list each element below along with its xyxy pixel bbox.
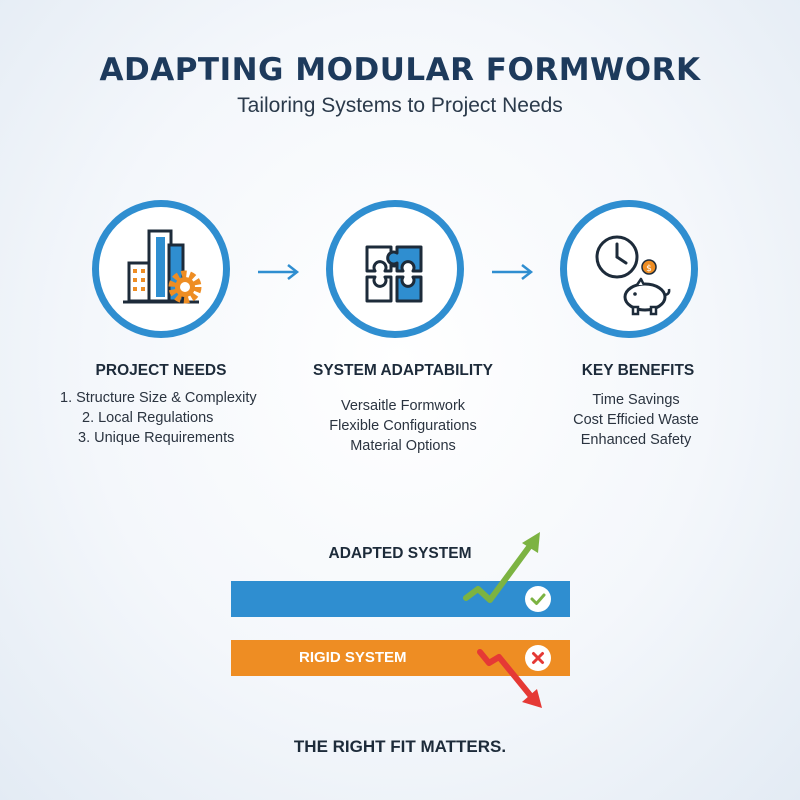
puzzle-icon — [365, 245, 423, 303]
list-item: Flexible Configurations — [329, 418, 477, 434]
project-needs-list: 1. Structure Size & Complexity 2. Local … — [60, 388, 320, 448]
rigid-system-bar: RIGID SYSTEM — [231, 640, 570, 676]
list-item: Versaitle Formwork — [340, 398, 466, 414]
project-needs-circle — [92, 200, 230, 338]
list-item: Enhanced Safety — [580, 432, 692, 448]
list-item: 3. Unique Requirements — [78, 430, 235, 446]
check-badge — [525, 586, 551, 612]
key-benefits-heading: KEY BENEFITS — [581, 362, 695, 379]
clock-piggy-bank-icon: $ — [595, 235, 671, 316]
list-item: Material Options — [350, 438, 456, 454]
building-gear-icon — [123, 229, 202, 304]
key-benefits-list: Time Savings Cost Efficied Waste Enhance… — [506, 390, 766, 450]
key-benefits-circle: $ — [560, 200, 698, 338]
page-subtitle: Tailoring Systems to Project Needs — [237, 94, 563, 117]
x-badge — [525, 645, 551, 671]
footer-tagline: THE RIGHT FIT MATTERS. — [293, 737, 507, 756]
arrow-right-icon — [258, 264, 300, 280]
page-title: ADAPTING MODULAR FORMWORK — [99, 52, 701, 88]
arrow-right-icon — [492, 264, 534, 280]
project-needs-heading: PROJECT NEEDS — [95, 362, 227, 379]
x-icon — [532, 652, 544, 664]
adapted-system-bar — [231, 581, 570, 617]
system-adaptability-heading: SYSTEM ADAPTABILITY — [313, 362, 493, 379]
list-item: Time Savings — [592, 392, 680, 408]
list-item: Cost Efficied Waste — [573, 412, 699, 428]
check-icon — [530, 593, 546, 605]
list-item: 2. Local Regulations — [82, 410, 214, 426]
system-adaptability-list: Versaitle Formwork Flexible Configuratio… — [273, 396, 533, 456]
svg-text:$: $ — [646, 264, 652, 274]
adapted-system-label: ADAPTED SYSTEM — [328, 545, 472, 562]
rigid-system-label: RIGID SYSTEM — [299, 649, 407, 666]
system-adaptability-circle — [326, 200, 464, 338]
list-item: 1. Structure Size & Complexity — [60, 390, 257, 406]
